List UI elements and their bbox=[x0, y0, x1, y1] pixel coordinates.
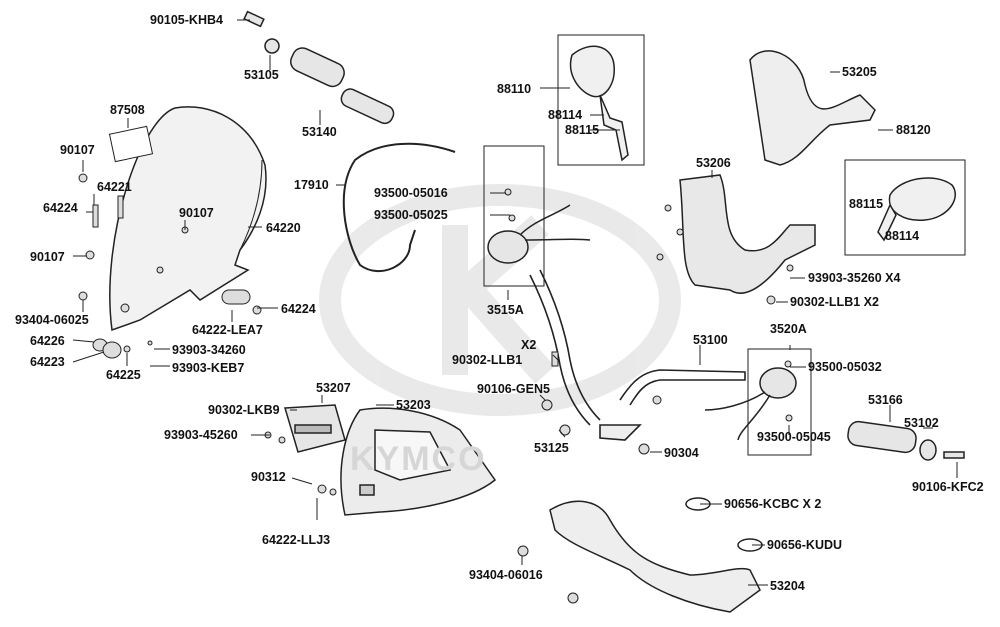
part-label-93903-35260-x4: 93903-35260 X4 bbox=[808, 271, 901, 285]
part-label-53105: 53105 bbox=[244, 68, 279, 82]
panel-53207 bbox=[284, 404, 346, 453]
part-label-90106-kfc2: 90106-KFC2 bbox=[912, 480, 984, 494]
part-label-88115-a: 88115 bbox=[565, 123, 600, 137]
part-label-53205: 53205 bbox=[842, 65, 877, 79]
part-label-87508: 87508 bbox=[110, 103, 145, 117]
part-label-88114-b: 88114 bbox=[885, 229, 920, 243]
mirror-right-box bbox=[844, 159, 966, 256]
watermark-text: KYMCO bbox=[350, 440, 487, 478]
mirror-left-box bbox=[557, 34, 645, 166]
part-label-88114-a: 88114 bbox=[548, 108, 583, 122]
part-label-90107-c: 90107 bbox=[30, 250, 65, 264]
part-label-90107-a: 90107 bbox=[60, 143, 95, 157]
cover-53205 bbox=[749, 50, 876, 166]
part-label-90107-b: 90107 bbox=[179, 206, 214, 220]
grip-53140 bbox=[243, 10, 395, 125]
part-label-64225: 64225 bbox=[106, 368, 141, 382]
part-label-3515a: 3515A bbox=[487, 303, 524, 317]
part-label-93404-06016: 93404-06016 bbox=[469, 568, 543, 582]
cover-53206 bbox=[679, 174, 816, 294]
part-label-53125: 53125 bbox=[534, 441, 569, 455]
part-label-64221: 64221 bbox=[97, 180, 132, 194]
part-label-53100: 53100 bbox=[693, 333, 728, 347]
grip-53166 bbox=[847, 420, 965, 461]
part-label-88120: 88120 bbox=[896, 123, 931, 137]
part-label-90302-lkb9: 90302-LKB9 bbox=[208, 403, 280, 417]
part-label-53140: 53140 bbox=[302, 125, 337, 139]
part-label-90106-gen5: 90106-GEN5 bbox=[477, 382, 550, 396]
part-label-53207: 53207 bbox=[316, 381, 351, 395]
part-label-93404-06025: 93404-06025 bbox=[15, 313, 89, 327]
part-label-93903-34260: 93903-34260 bbox=[172, 343, 246, 357]
part-label-64222-lea7: 64222-LEA7 bbox=[192, 323, 263, 337]
part-label-53102: 53102 bbox=[904, 416, 939, 430]
part-label-88110: 88110 bbox=[497, 82, 532, 96]
switch-left-box bbox=[483, 145, 545, 287]
part-label-90105-khb4: 90105-KHB4 bbox=[150, 13, 223, 27]
handlebar-53100 bbox=[529, 269, 746, 441]
windscreen-64220 bbox=[108, 106, 267, 332]
part-label-17910: 17910 bbox=[294, 178, 329, 192]
part-label-88115-b: 88115 bbox=[849, 197, 884, 211]
part-label-53203: 53203 bbox=[396, 398, 431, 412]
part-label-93500-05025: 93500-05025 bbox=[374, 208, 448, 222]
part-label-3520a: 3520A bbox=[770, 322, 807, 336]
part-label-64226: 64226 bbox=[30, 334, 65, 348]
part-label-53166: 53166 bbox=[868, 393, 903, 407]
part-label-93903-45260: 93903-45260 bbox=[164, 428, 238, 442]
part-label-x2: X2 bbox=[521, 338, 537, 352]
throttle-cable-17910 bbox=[342, 142, 456, 272]
mirror-88110 bbox=[569, 45, 629, 162]
part-label-90312: 90312 bbox=[251, 470, 286, 484]
switch-3515a bbox=[487, 204, 591, 264]
kymco-watermark-logo bbox=[319, 184, 681, 416]
part-label-53206: 53206 bbox=[696, 156, 731, 170]
part-label-64222-llj3: 64222-LLJ3 bbox=[262, 533, 331, 547]
part-label-93500-05016: 93500-05016 bbox=[374, 186, 448, 200]
part-label-64223: 64223 bbox=[30, 355, 65, 369]
switch-3520a bbox=[704, 367, 797, 441]
part-label-93903-keb7: 93903-KEB7 bbox=[172, 361, 245, 375]
part-label-53204: 53204 bbox=[770, 579, 805, 593]
part-label-64224-a: 64224 bbox=[43, 201, 78, 215]
part-label-90302-llb1: 90302-LLB1 bbox=[452, 353, 523, 367]
lower-cover-53204 bbox=[549, 500, 761, 613]
part-label-90302-llb1-x2: 90302-LLB1 X2 bbox=[790, 295, 879, 309]
front-cover-53203 bbox=[340, 407, 497, 516]
part-label-64220: 64220 bbox=[266, 221, 301, 235]
part-label-93500-05032: 93500-05032 bbox=[808, 360, 882, 374]
part-label-90304: 90304 bbox=[664, 446, 699, 460]
switch-right-box bbox=[747, 348, 812, 456]
mirror-88120 bbox=[877, 177, 956, 242]
part-label-90656-kcbc-x2: 90656-KCBC X 2 bbox=[724, 497, 822, 511]
part-label-64224-b: 64224 bbox=[281, 302, 316, 316]
part-label-90656-kudu: 90656-KUDU bbox=[767, 538, 843, 552]
part-label-93500-05045: 93500-05045 bbox=[757, 430, 831, 444]
